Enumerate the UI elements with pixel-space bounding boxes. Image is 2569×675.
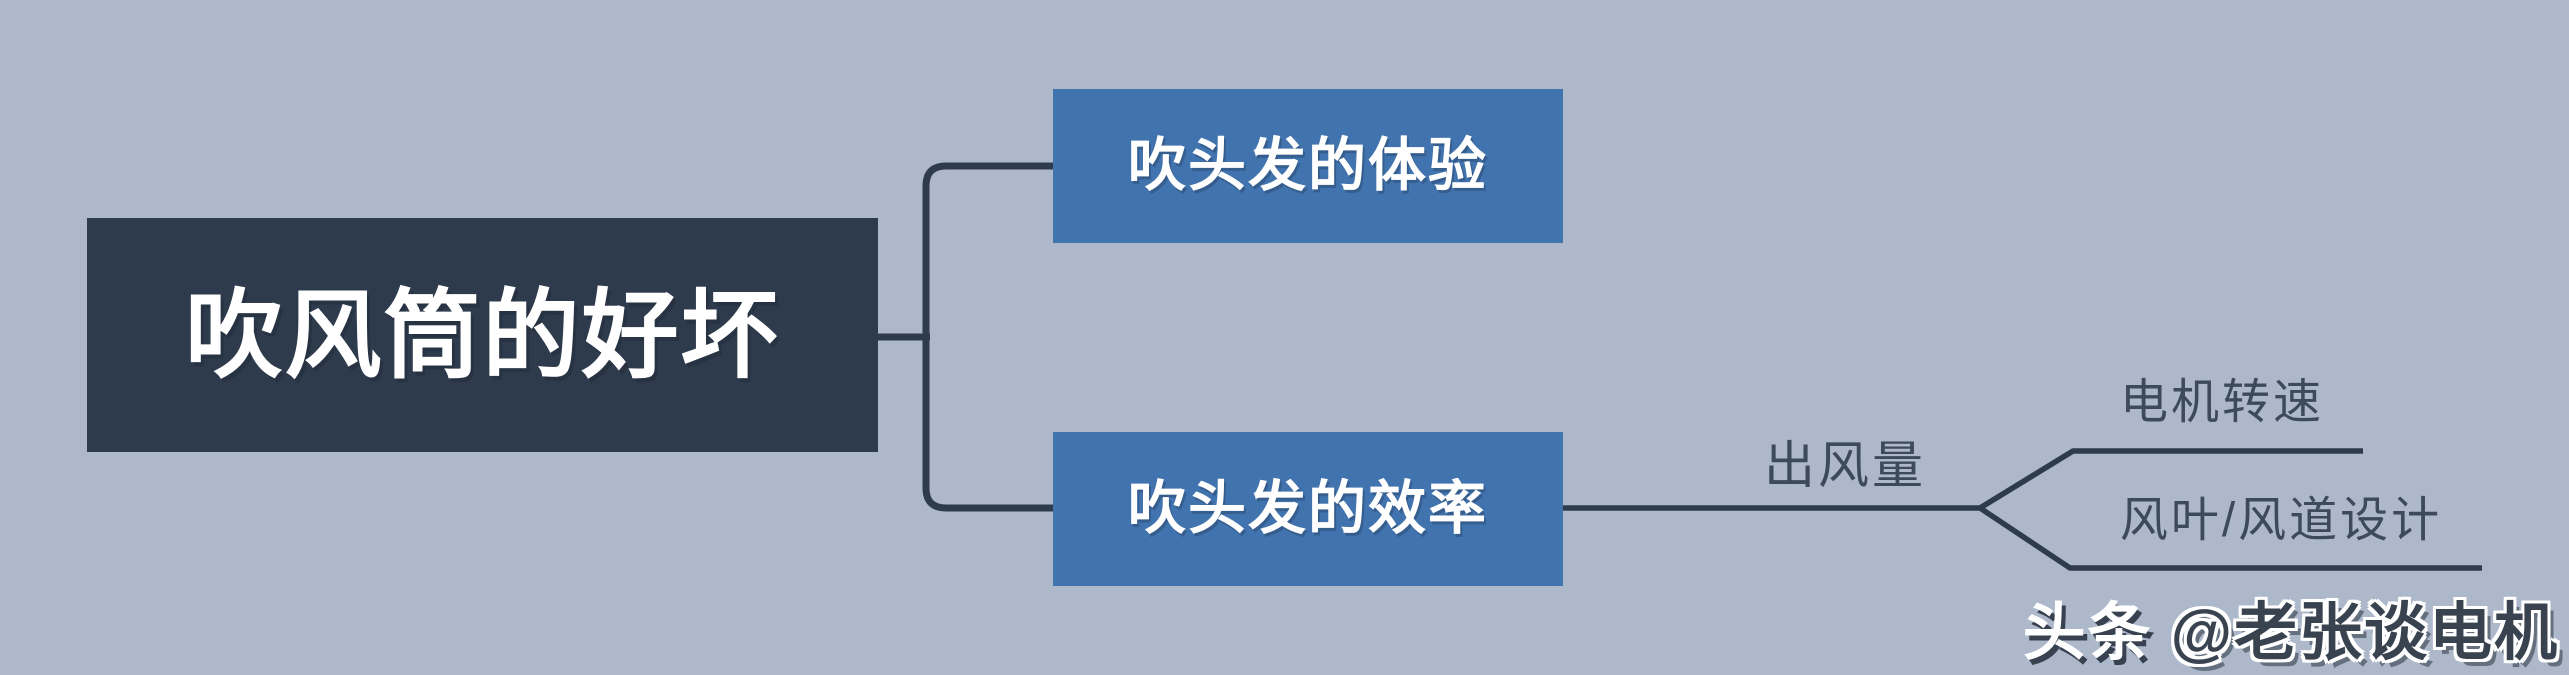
node-root-label: 吹风筒的好坏 xyxy=(185,280,780,390)
node-efficiency-label: 吹头发的效率 xyxy=(1127,476,1488,541)
watermark: 头条@老张谈电机 xyxy=(2023,602,2559,665)
node-fan-duct-label: 风叶/风道设计 xyxy=(2119,494,2443,547)
node-motor-speed-label: 电机转速 xyxy=(2119,376,2324,429)
node-experience-label: 吹头发的体验 xyxy=(1127,133,1488,198)
node-efficiency: 吹头发的效率 xyxy=(1053,432,1563,586)
fork-lower-line xyxy=(1978,505,2482,571)
fork-upper-line xyxy=(1978,448,2363,511)
branch-bracket-line xyxy=(922,162,1058,512)
node-experience: 吹头发的体验 xyxy=(1053,89,1563,243)
node-root: 吹风筒的好坏 xyxy=(87,218,878,452)
watermark-platform: 头条 xyxy=(2022,598,2153,668)
watermark-handle: @老张谈电机 xyxy=(2170,598,2559,668)
node-airflow-label: 出风量 xyxy=(1763,437,1926,494)
